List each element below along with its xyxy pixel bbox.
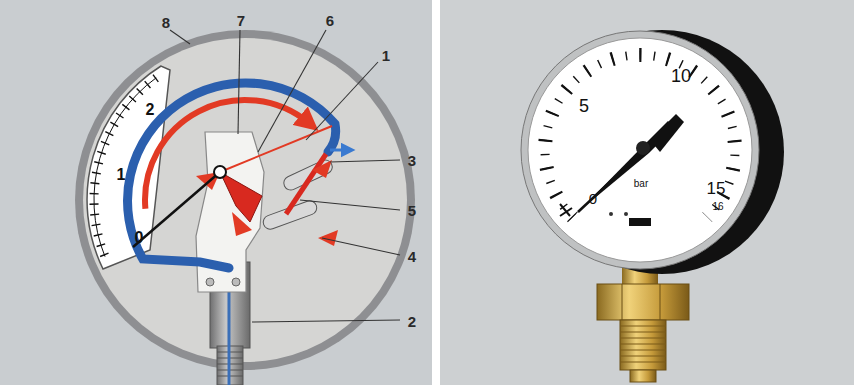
callout-number: 2 (408, 314, 416, 329)
link-rod (286, 154, 326, 214)
pointer-tail (650, 114, 684, 152)
thread-tip (630, 370, 656, 382)
hex-edges (622, 284, 660, 320)
dial-mark (609, 212, 613, 216)
pointer-motion-arrow (145, 100, 309, 209)
scale-number: 0 (135, 230, 144, 246)
dial-face (528, 38, 752, 262)
gauge-case (75, 30, 415, 370)
panel-background (0, 0, 432, 385)
dial-ticks (94, 78, 156, 257)
scale-number: 15 (707, 180, 726, 197)
callout-number: 1 (382, 48, 390, 63)
bezel (521, 31, 759, 269)
adjust-arrow (312, 160, 332, 178)
callout-number: 4 (408, 249, 416, 264)
scale-number: 16 (712, 202, 723, 212)
tube-motion-arrow (330, 149, 348, 152)
dial-mark (624, 212, 628, 216)
panel-background (440, 0, 854, 385)
pointer-hub (636, 141, 650, 155)
leader-lines (170, 30, 400, 322)
scale-number: 2 (146, 102, 155, 118)
unit-label: bar (634, 179, 648, 189)
zero-stop (560, 204, 572, 216)
scale-number: 5 (579, 97, 589, 115)
scale-number: 0 (589, 191, 597, 206)
callout-number: 8 (162, 15, 170, 30)
callout-number: 5 (408, 203, 416, 218)
slotted-lever (281, 158, 334, 193)
maker-logo (629, 218, 651, 226)
sector-arrow (232, 212, 252, 236)
thread (620, 320, 666, 370)
pointer-pivot (214, 166, 226, 178)
major-ticks (545, 55, 735, 217)
adjust-arrow (318, 230, 338, 246)
bourdon-tube (128, 83, 336, 268)
callout-number: 6 (326, 13, 334, 28)
pointer-tail (220, 126, 332, 172)
minor-ticks (545, 55, 735, 217)
scale-number: 1 (117, 167, 126, 183)
callout-number: 7 (237, 13, 245, 28)
toothed-sector (220, 172, 262, 222)
screw (232, 278, 240, 286)
hex-nut (597, 284, 689, 320)
gauge-interior (83, 38, 407, 362)
thread-lines (620, 326, 666, 362)
dial-tick-arc (94, 78, 156, 257)
scale-number: 10 (671, 67, 691, 85)
pointer (133, 172, 220, 247)
screw (206, 278, 214, 286)
callout-number: 3 (408, 153, 416, 168)
